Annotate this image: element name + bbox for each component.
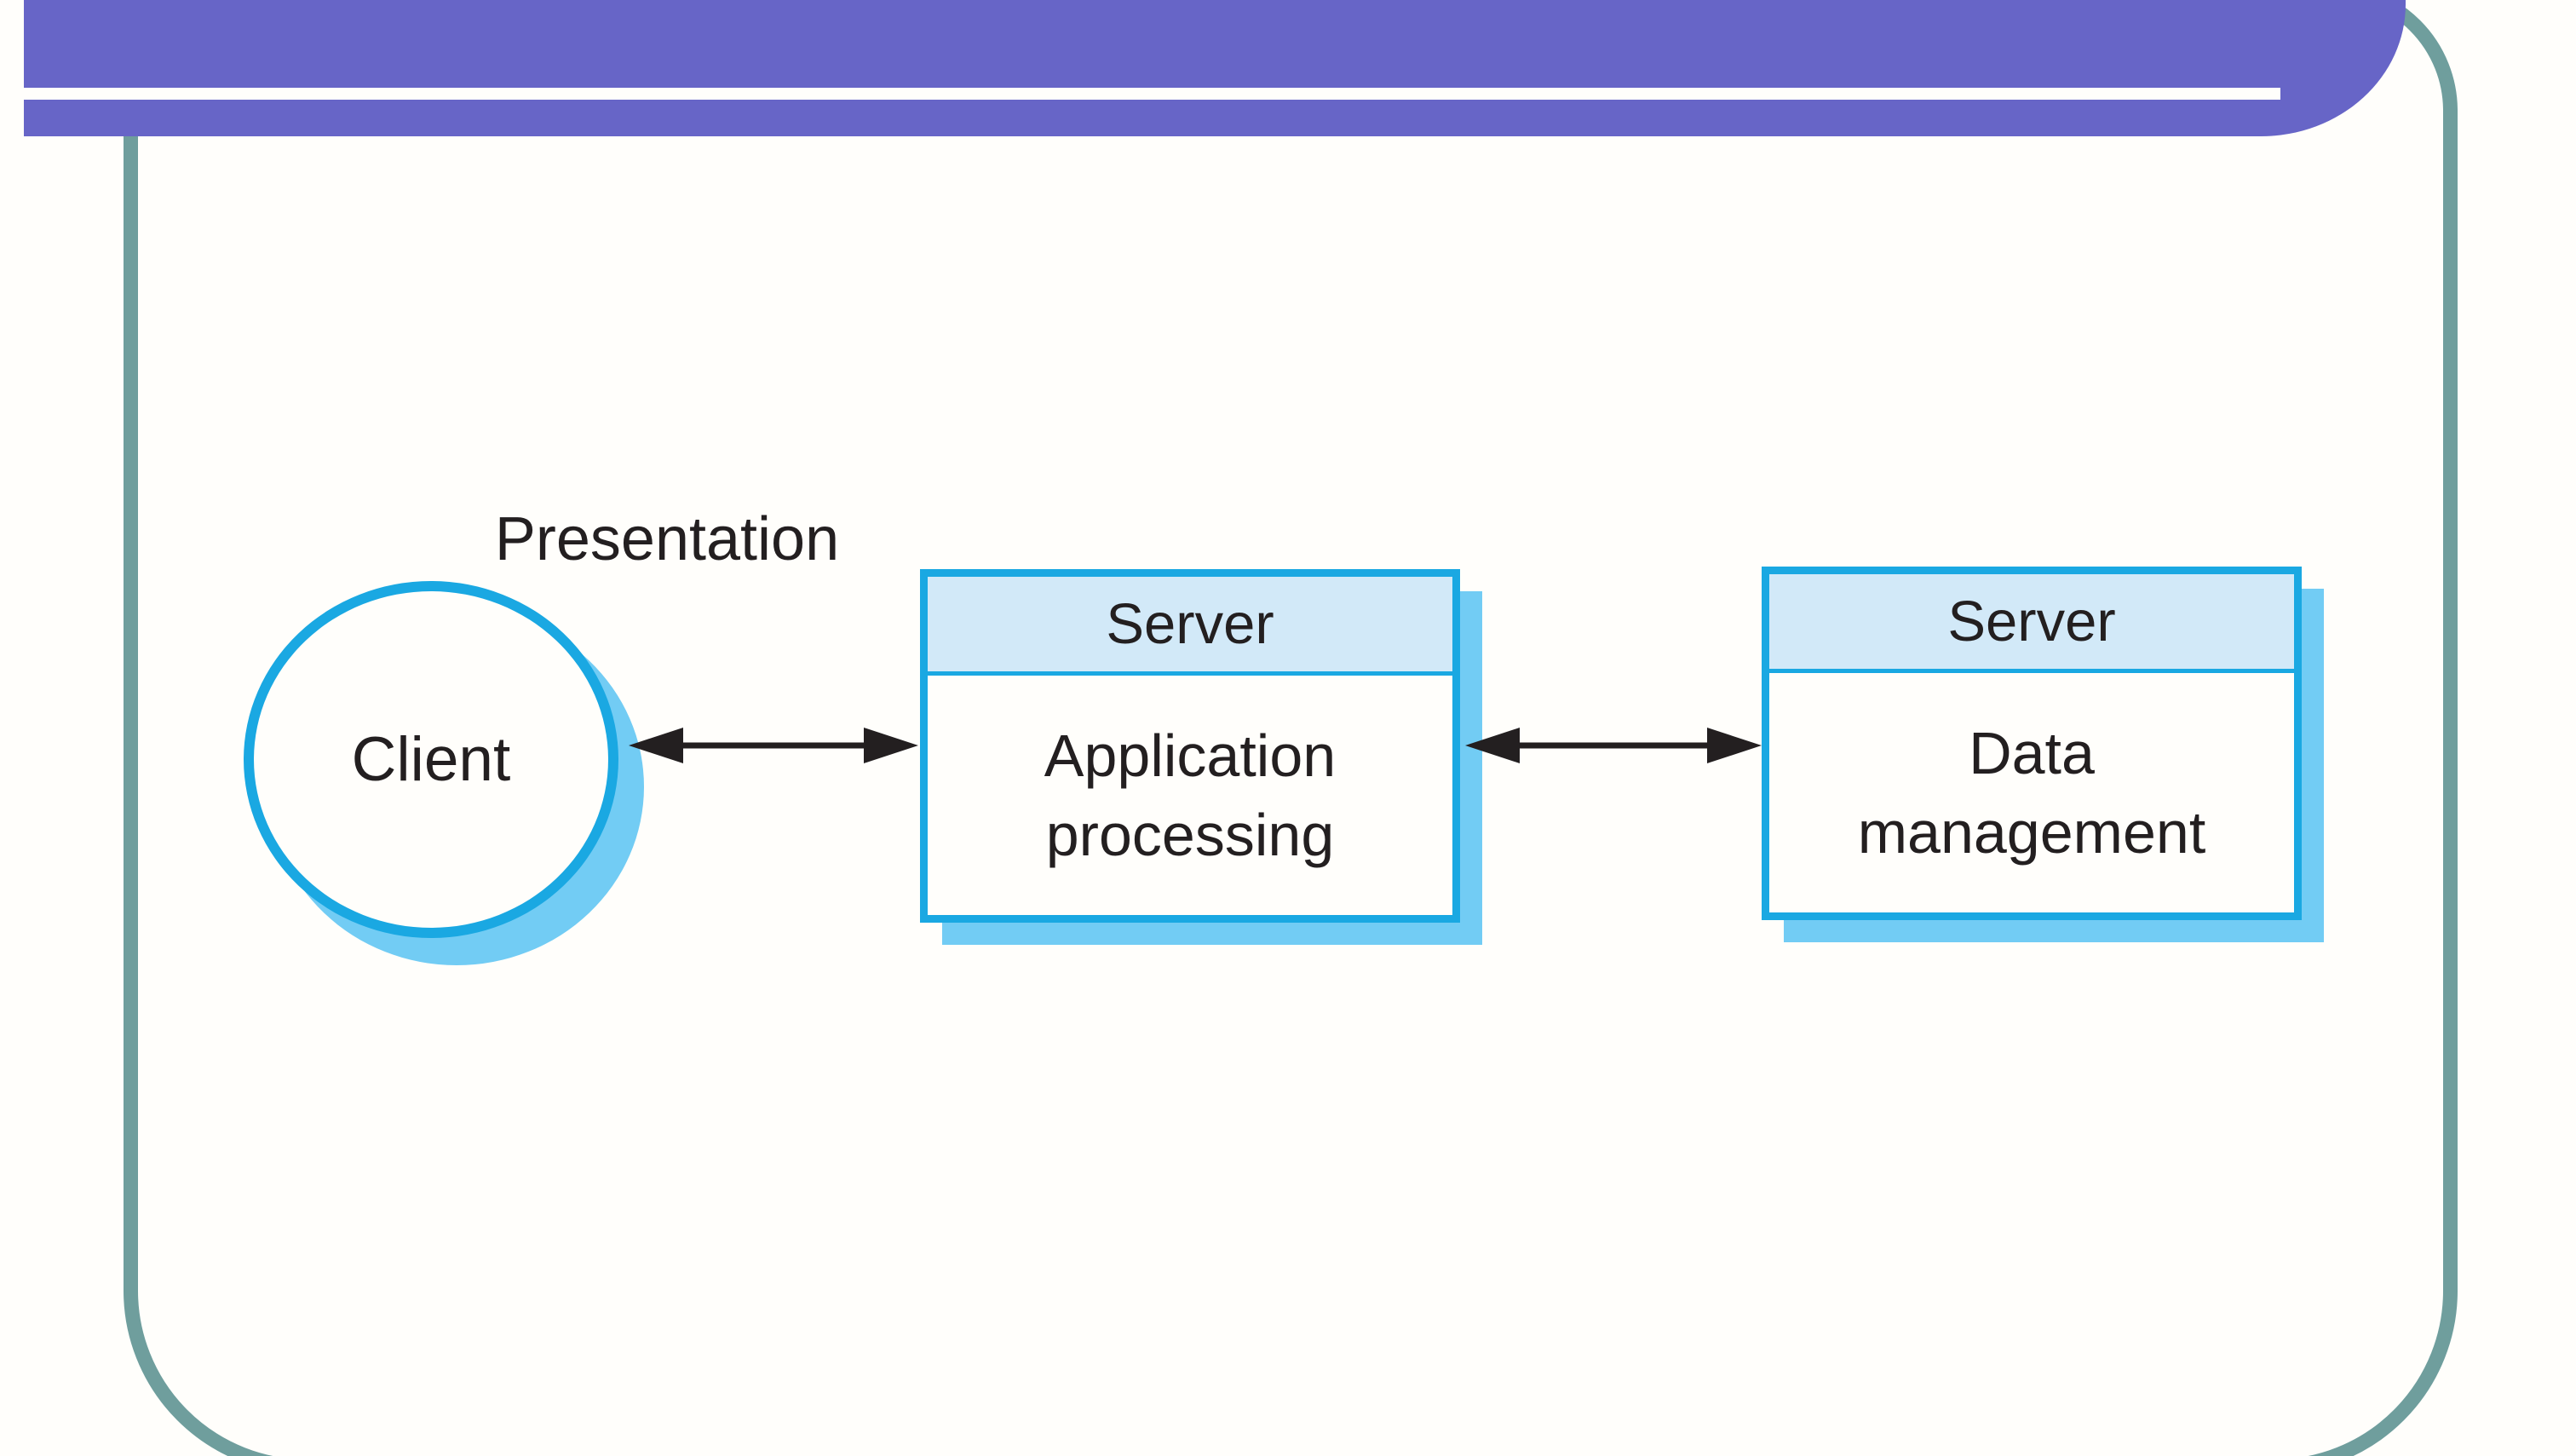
- app-server-node: Server Application processing: [920, 569, 1460, 923]
- data-server-header: Server: [1769, 574, 2294, 673]
- client-node: Client: [244, 581, 618, 938]
- app-server-body-line: Application: [1044, 722, 1337, 789]
- title-bar: [24, 0, 2406, 136]
- data-server-body: Data management: [1769, 673, 2294, 912]
- title-bar-stripe: [24, 88, 2280, 100]
- data-server-title: Server: [1947, 590, 2116, 653]
- data-server-body-line: Data: [1969, 719, 2095, 786]
- app-server-body: Application processing: [928, 676, 1452, 915]
- content-frame-border: [124, 0, 2458, 1456]
- client-label: Client: [351, 725, 511, 794]
- arrow-client-appserver: [629, 728, 918, 763]
- app-server-body-line: processing: [1045, 801, 1335, 868]
- data-server-node: Server Data management: [1762, 567, 2302, 920]
- app-server-title: Server: [1106, 592, 1274, 656]
- arrow-appserver-dataserver: [1465, 728, 1762, 763]
- data-server-body-line: management: [1857, 798, 2206, 866]
- presentation-label: Presentation: [494, 505, 840, 573]
- app-server-header: Server: [928, 577, 1452, 676]
